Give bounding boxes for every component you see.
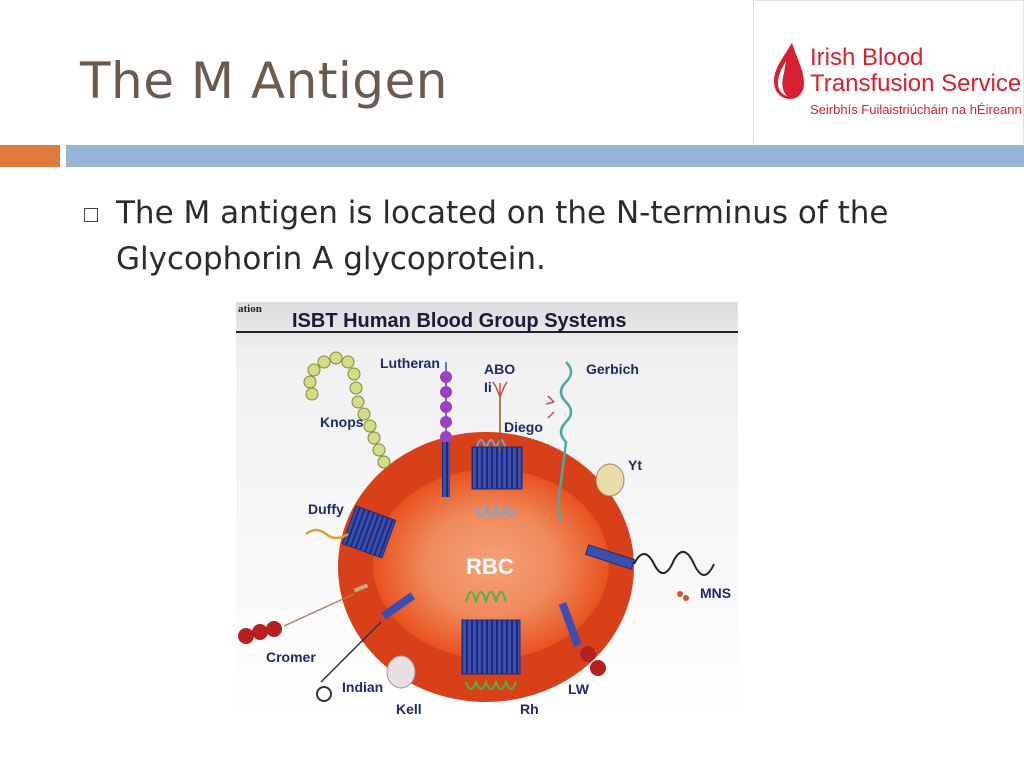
- knops-chain: [303, 351, 391, 469]
- abo-glycans: [492, 381, 508, 452]
- rbc-inner: [373, 469, 609, 659]
- bullet-text: The M antigen is located on the N-termin…: [116, 195, 889, 277]
- label-yt: Yt: [628, 457, 642, 473]
- indian-structure: [316, 592, 416, 702]
- lw-structure: [558, 601, 606, 676]
- accent-bar-blue: [66, 145, 1024, 167]
- logo-line-2: Transfusion Service: [810, 70, 1022, 97]
- corner-text-fragment: ation: [238, 303, 262, 315]
- mns-structure: [584, 544, 715, 601]
- blood-group-diagram: ation ISBT Human Blood Group Systems RBC: [236, 302, 738, 723]
- rh-structure: [461, 591, 521, 690]
- label-kell: Kell: [396, 701, 422, 717]
- label-diego: Diego: [504, 419, 543, 435]
- lutheran-structure: [440, 362, 452, 497]
- label-rh: Rh: [520, 701, 539, 717]
- label-indian: Indian: [342, 679, 383, 695]
- accent-bar-orange: [0, 145, 60, 167]
- label-gerbich: Gerbich: [586, 361, 639, 377]
- label-knops: Knops: [320, 414, 364, 430]
- rbc-label: RBC: [466, 554, 514, 579]
- label-abo: ABO: [484, 361, 515, 377]
- label-ii: Ii: [484, 379, 492, 395]
- label-lw: LW: [568, 681, 590, 697]
- kell-structure: [386, 655, 416, 689]
- label-cromer: Cromer: [266, 649, 316, 665]
- yt-structure: [595, 463, 625, 497]
- gerbich-structure: [545, 361, 573, 523]
- diego-structure: [471, 439, 523, 517]
- duffy-structure: [305, 505, 397, 559]
- logo-line-1: Irish Blood: [810, 44, 924, 71]
- blood-drop-icon: [774, 43, 804, 99]
- cromer-structure: [238, 583, 369, 644]
- ibts-logo: Irish Blood Transfusion Service Seirbhís…: [753, 0, 1024, 146]
- bullet-square-icon: [84, 208, 98, 222]
- diagram-heading: ISBT Human Blood Group Systems: [292, 310, 626, 332]
- logo-line-3: Seirbhís Fuilaistriúcháin na hÉireann: [810, 102, 1022, 117]
- label-duffy: Duffy: [308, 501, 344, 517]
- label-lutheran: Lutheran: [380, 355, 440, 371]
- slide-title: The M Antigen: [80, 52, 448, 110]
- label-mns: MNS: [700, 585, 731, 601]
